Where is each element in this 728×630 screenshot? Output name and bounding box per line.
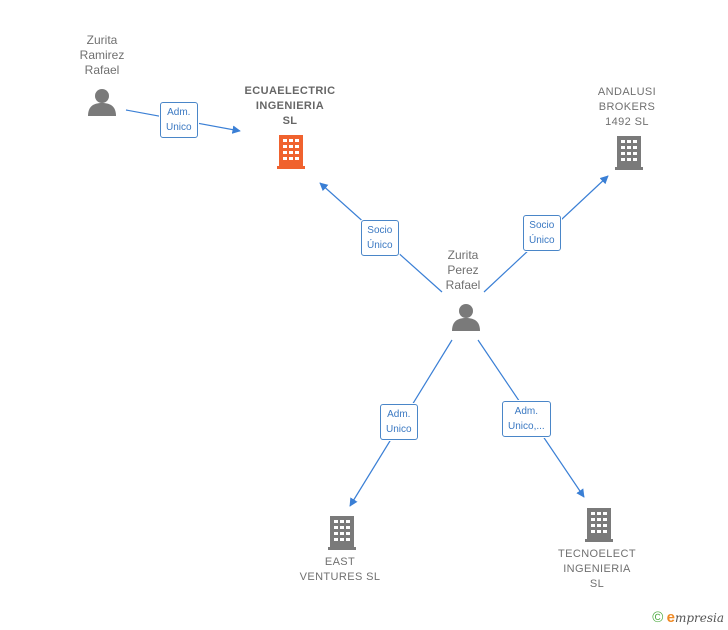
edge-label-adm-unico-more[interactable]: Adm. Unico,... [502,401,551,437]
node-label-ecuaelectric[interactable]: ECUAELECTRIC INGENIERIA SL [244,85,336,127]
edge-label-socio-unico[interactable]: Socio Único [361,220,399,256]
edge-label-adm-unico[interactable]: Adm. Unico [380,404,418,440]
node-label-zurita-perez[interactable]: Zurita Perez Rafael [445,248,481,292]
person-icon[interactable] [452,304,480,331]
node-label-zurita-ramirez[interactable]: Zurita Ramirez Rafael [79,33,125,77]
building-icon[interactable] [615,136,643,170]
node-label-tecnoelect[interactable]: TECNOELECT INGENIERIA SL [558,548,636,590]
edge-label-socio-unico[interactable]: Socio Único [523,215,561,251]
brand-logo-initial: e [666,609,675,626]
building-icon[interactable] [328,516,356,550]
building-icon[interactable] [585,508,613,542]
person-icon[interactable] [88,89,116,116]
copyright-icon: © [652,609,664,626]
node-label-east-ventures[interactable]: EAST VENTURES SL [299,556,381,583]
footer-brand: © empresia [652,609,724,626]
building-icon[interactable] [277,135,305,169]
brand-logo-text: mpresia [674,611,724,625]
node-label-andalusi[interactable]: ANDALUSI BROKERS 1492 SL [597,86,657,128]
edge-label-adm-unico[interactable]: Adm. Unico [160,102,198,138]
